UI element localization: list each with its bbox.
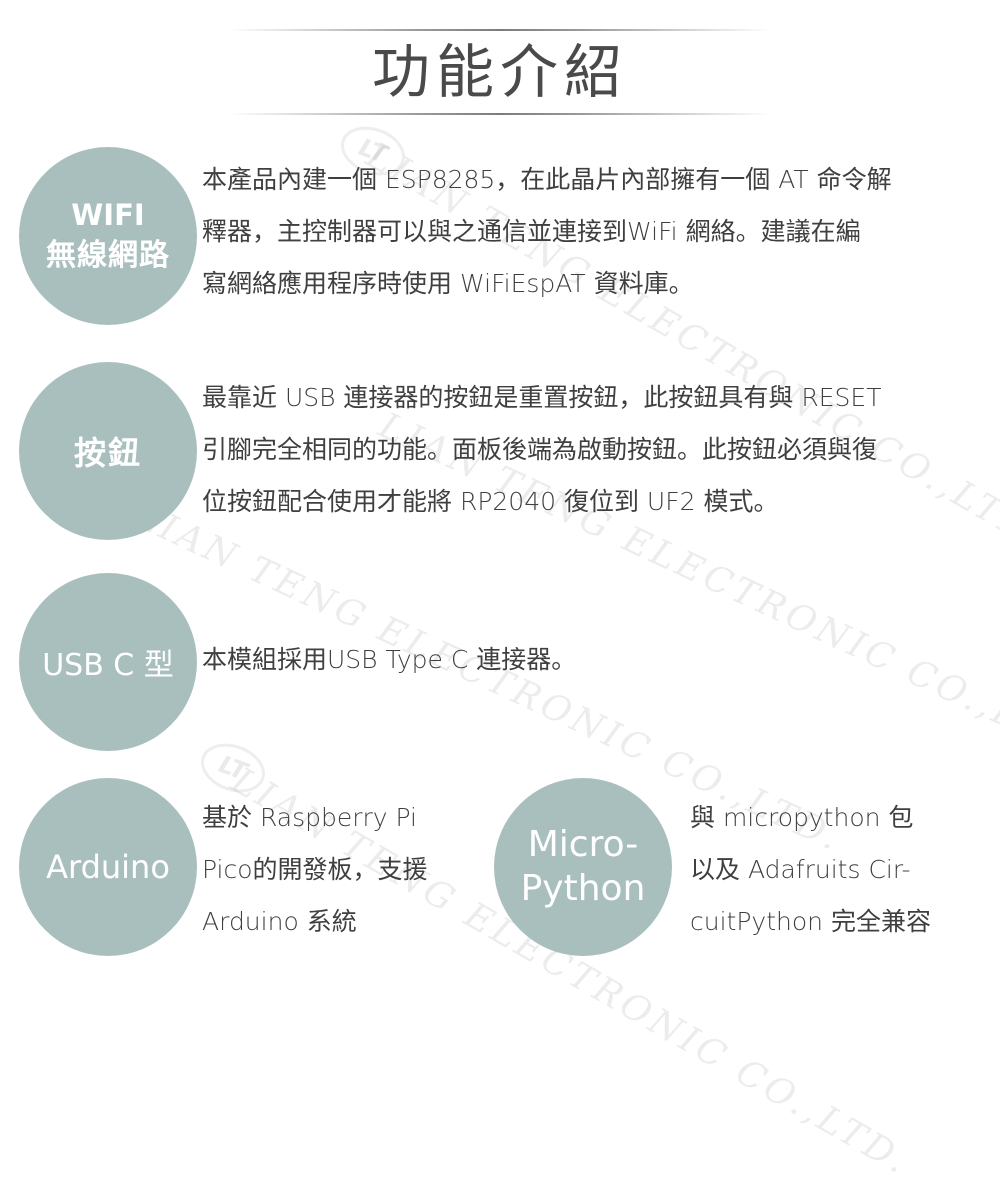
badge-label-line-2: Python — [521, 867, 646, 911]
feature-badge-arduino: Arduino — [19, 778, 197, 956]
description-line: 本產品內建一個 ESP8285，在此晶片內部擁有一個 AT 命令解 — [202, 154, 892, 206]
title-divider-bottom — [230, 113, 770, 115]
description-line: 釋器，主控制器可以與之通信並連接到WiFi 網絡。建議在編 — [202, 206, 892, 258]
feature-description-micropython: 與 micropython 包 以及 Adafruits Cir- cuitPy… — [690, 792, 931, 948]
description-line: 與 micropython 包 — [690, 792, 931, 844]
description-line: 本模組採用USB Type C 連接器。 — [202, 634, 576, 686]
badge-label-line-1: USB C 型 — [42, 640, 174, 684]
feature-badge-buttons: 按鈕 — [19, 362, 197, 540]
description-line: Pico的開發板，支援 — [202, 844, 428, 896]
description-line: 寫網絡應用程序時使用 WiFiEspAT 資料庫。 — [202, 258, 892, 310]
feature-badge-usb-c: USB C 型 — [19, 573, 197, 751]
feature-badge-wifi: WIFI 無線網路 — [19, 147, 197, 325]
description-line: cuitPython 完全兼容 — [690, 896, 931, 948]
page-title: 功能介紹 — [0, 34, 1000, 110]
feature-badge-micropython: Micro- Python — [494, 778, 672, 956]
description-line: 基於 Raspberry Pi — [202, 792, 428, 844]
description-line: 最靠近 USB 連接器的按鈕是重置按鈕，此按鈕具有與 RESET — [202, 372, 881, 424]
title-divider-top — [230, 29, 770, 31]
badge-label-line-1: Micro- — [528, 823, 639, 867]
badge-label-line-1: Arduino — [46, 848, 170, 886]
description-line: 以及 Adafruits Cir- — [690, 844, 931, 896]
description-line: 引腳完全相同的功能。面板後端為啟動按鈕。此按鈕必須與復 — [202, 424, 881, 476]
badge-label-line-1: WIFI — [71, 195, 144, 235]
badge-label-line-1: 按鈕 — [74, 428, 142, 474]
badge-label-line-2: 無線網路 — [46, 235, 170, 277]
description-line: 位按鈕配合使用才能將 RP2040 復位到 UF2 模式。 — [202, 476, 881, 528]
feature-description-usb-c: 本模組採用USB Type C 連接器。 — [202, 634, 576, 686]
description-line: Arduino 系統 — [202, 896, 428, 948]
feature-description-wifi: 本產品內建一個 ESP8285，在此晶片內部擁有一個 AT 命令解 釋器，主控制… — [202, 154, 892, 310]
feature-description-arduino: 基於 Raspberry Pi Pico的開發板，支援 Arduino 系統 — [202, 792, 428, 948]
feature-description-buttons: 最靠近 USB 連接器的按鈕是重置按鈕，此按鈕具有與 RESET 引腳完全相同的… — [202, 372, 881, 528]
